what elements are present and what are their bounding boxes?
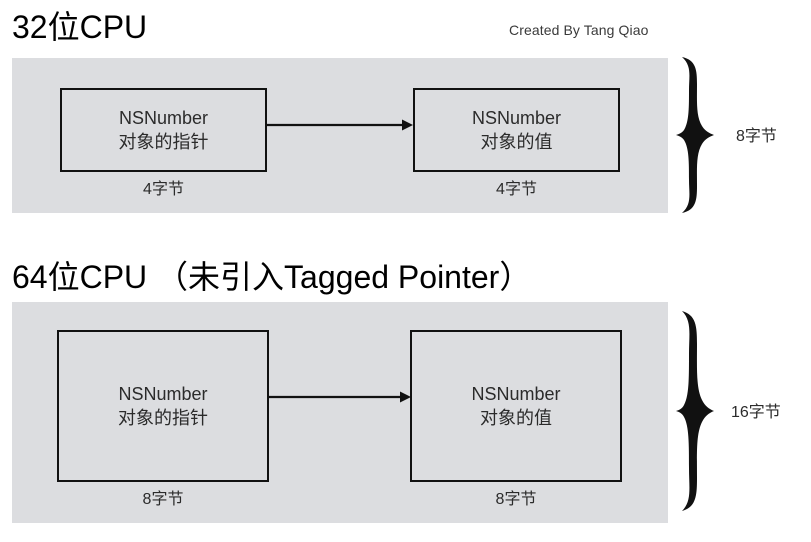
memory-box-size-caption-pointer-64bit: 8字节 [142, 491, 184, 508]
memory-total-brace-64bit [676, 308, 720, 519]
credit-text: Created By Tang Qiao [509, 22, 649, 38]
memory-box-label-line1: NSNumber [471, 108, 562, 128]
memory-box-pointer-64bit: NSNumber 对象的指针 [57, 330, 269, 482]
memory-box-label-line1: NSNumber [471, 384, 561, 404]
memory-box-label-line2: 对象的值 [480, 132, 553, 152]
memory-box-pointer-32bit: NSNumber 对象的指针 [60, 88, 267, 172]
memory-box-size-caption-value-32bit: 4字节 [496, 181, 537, 198]
memory-box-label-line2: 对象的值 [480, 408, 552, 428]
section-heading-64bit: 64位CPU （未引入Tagged Pointer） [12, 259, 532, 295]
memory-box-label-line1: NSNumber [118, 384, 208, 404]
memory-box-size-caption-value-64bit: 8字节 [495, 491, 537, 508]
pointer-arrow-icon-32bit [266, 118, 414, 137]
pointer-arrow-icon-64bit [268, 390, 412, 409]
memory-total-size-label-32bit: 8字节 [736, 128, 777, 145]
memory-box-label-line2: 对象的指针 [118, 408, 208, 428]
memory-box-label-line1: NSNumber [118, 108, 209, 128]
memory-total-brace-32bit [676, 54, 720, 221]
memory-box-value-64bit: NSNumber 对象的值 [410, 330, 622, 482]
section-heading-32bit: 32位CPU [12, 9, 148, 45]
memory-box-label-line2: 对象的指针 [118, 132, 209, 152]
memory-box-size-caption-pointer-32bit: 4字节 [143, 181, 184, 198]
memory-box-value-32bit: NSNumber 对象的值 [413, 88, 620, 172]
memory-total-size-label-64bit: 16字节 [731, 404, 781, 421]
